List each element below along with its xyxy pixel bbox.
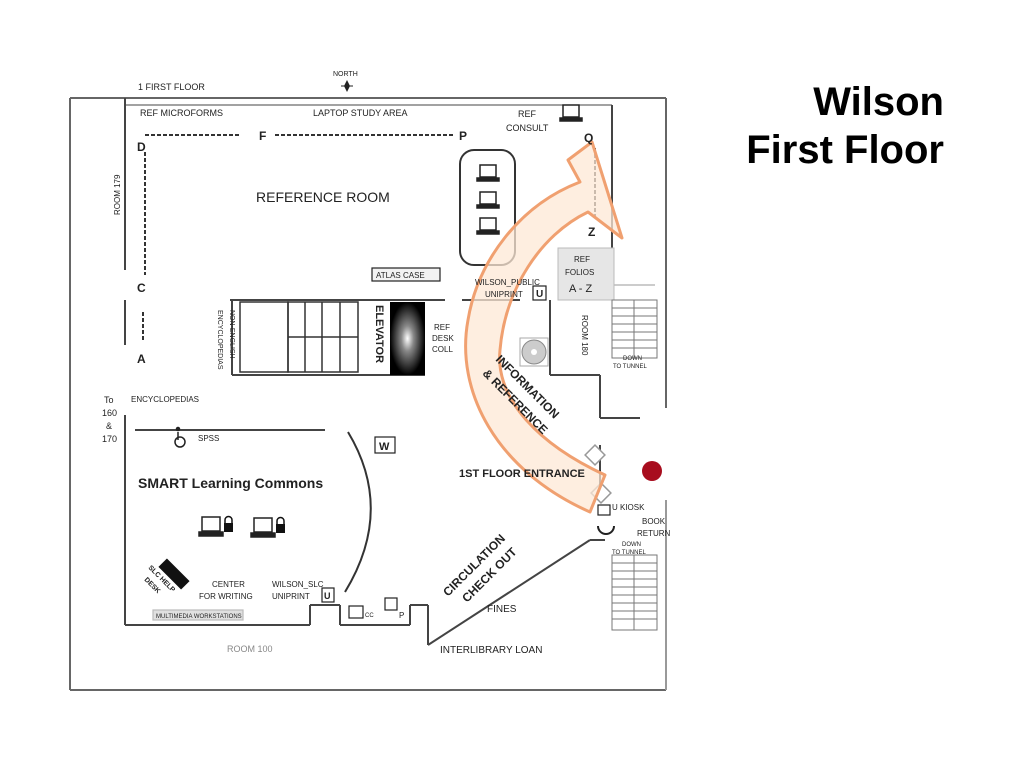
u-label-1: U bbox=[536, 289, 543, 300]
center-writing-label: CENTER bbox=[212, 580, 245, 589]
fines-label: FINES bbox=[487, 604, 517, 615]
shelf-letter-z: Z bbox=[588, 225, 595, 239]
to-label: To bbox=[104, 395, 114, 405]
w-label: W bbox=[379, 441, 390, 453]
wilson-slc-label: WILSON_SLC bbox=[272, 580, 324, 589]
down-tunnel-2-label-2: TO TUNNEL bbox=[612, 550, 646, 556]
to-label-2: 160 bbox=[102, 408, 117, 418]
shelf-letter-p: P bbox=[459, 129, 467, 143]
room-179-label: ROOM 179 bbox=[113, 174, 122, 215]
slc-help-desk-box bbox=[158, 558, 190, 590]
book-return-label: BOOK bbox=[642, 517, 666, 526]
wheelchair-icon bbox=[174, 426, 186, 448]
u-kiosk-label: U KIOSK bbox=[612, 503, 645, 512]
down-tunnel-2-label: DOWN bbox=[622, 542, 641, 548]
stairs-lower bbox=[611, 554, 658, 631]
ref-desk-label-3: COLL bbox=[432, 345, 453, 354]
shelf-letters: D F P Q Z C A bbox=[137, 129, 595, 366]
shelf-letter-c: C bbox=[137, 281, 146, 295]
down-tunnel-label-2: TO TUNNEL bbox=[613, 364, 647, 370]
encyclopedias-label: ENCYCLOPEDIAS bbox=[131, 395, 199, 404]
shelf-lines bbox=[142, 134, 596, 340]
room-180-label: ROOM 180 bbox=[580, 315, 589, 356]
book-return-label-2: RETURN bbox=[637, 529, 671, 538]
floor-label: 1 FIRST FLOOR bbox=[138, 82, 205, 92]
slide-title: Wilson First Floor bbox=[644, 78, 944, 174]
ref-folios-label-2: FOLIOS bbox=[565, 268, 594, 277]
ref-folios-box bbox=[557, 247, 615, 301]
ref-consult-label: REF bbox=[518, 109, 537, 119]
map-labels: 1 FIRST FLOOR NORTH REF MICROFORMS LAPTO… bbox=[102, 71, 671, 656]
non-english-label: NON-ENGLISH bbox=[228, 310, 235, 359]
shelf-letter-q: Q bbox=[584, 131, 593, 145]
title-line-1: Wilson bbox=[813, 80, 944, 124]
wilson-public-label: WILSON_PUBLIC bbox=[475, 278, 540, 287]
entrance-marker bbox=[642, 461, 662, 481]
smart-commons-label: SMART Learning Commons bbox=[138, 475, 323, 491]
laptop-study-label: LAPTOP STUDY AREA bbox=[313, 108, 408, 118]
center-writing-label-2: FOR WRITING bbox=[199, 592, 253, 601]
computer-icon bbox=[198, 104, 583, 538]
ref-desk-label-2: DESK bbox=[432, 334, 454, 343]
shelf-letter-d: D bbox=[137, 140, 146, 154]
ref-consult-label-2: CONSULT bbox=[506, 123, 549, 133]
to-label-3: & bbox=[106, 421, 112, 431]
interlibrary-label: INTERLIBRARY LOAN bbox=[440, 645, 542, 656]
wilson-public-label-2: UNIPRINT bbox=[485, 290, 523, 299]
title-line-2: First Floor bbox=[746, 128, 944, 172]
boxed-labels bbox=[152, 267, 611, 621]
north-label: NORTH bbox=[333, 71, 358, 78]
down-tunnel-label: DOWN bbox=[623, 356, 642, 362]
phone-icon bbox=[597, 525, 615, 535]
smart-curved-wall bbox=[344, 431, 372, 593]
room-100-label: ROOM 100 bbox=[227, 644, 273, 654]
p-label: P bbox=[399, 611, 404, 620]
ref-desk-label: REF bbox=[434, 323, 450, 332]
ref-microforms-label: REF MICROFORMS bbox=[140, 108, 223, 118]
spss-label: SPSS bbox=[198, 434, 219, 443]
entrance-label: 1ST FLOOR ENTRANCE bbox=[459, 468, 585, 480]
atlas-case-label: ATLAS CASE bbox=[376, 271, 425, 280]
shelf-letter-a: A bbox=[137, 352, 146, 366]
lock-icon bbox=[224, 523, 285, 533]
reference-room-label: REFERENCE ROOM bbox=[256, 189, 390, 205]
u-label-2: U bbox=[324, 591, 331, 601]
north-arrow-icon bbox=[341, 80, 353, 92]
encyclopedias-vertical-label: ENCYCLOPEDIAS bbox=[216, 310, 223, 370]
multimedia-label: MULTIMEDIA WORKSTATIONS bbox=[156, 614, 242, 620]
stairs-upper bbox=[611, 299, 658, 359]
shelf-grid bbox=[239, 301, 359, 373]
ref-folios-label-3: A - Z bbox=[569, 283, 593, 295]
to-label-4: 170 bbox=[102, 434, 117, 444]
elevator-label: ELEVATOR bbox=[373, 305, 385, 363]
directional-arrow bbox=[464, 140, 624, 514]
wilson-slc-label-2: UNIPRINT bbox=[272, 592, 310, 601]
ref-folios-label: REF bbox=[574, 255, 590, 264]
elevator-shaft bbox=[390, 302, 425, 375]
cc-label: CC bbox=[365, 613, 374, 619]
shelf-letter-f: F bbox=[259, 129, 266, 143]
building-outline bbox=[69, 97, 667, 691]
